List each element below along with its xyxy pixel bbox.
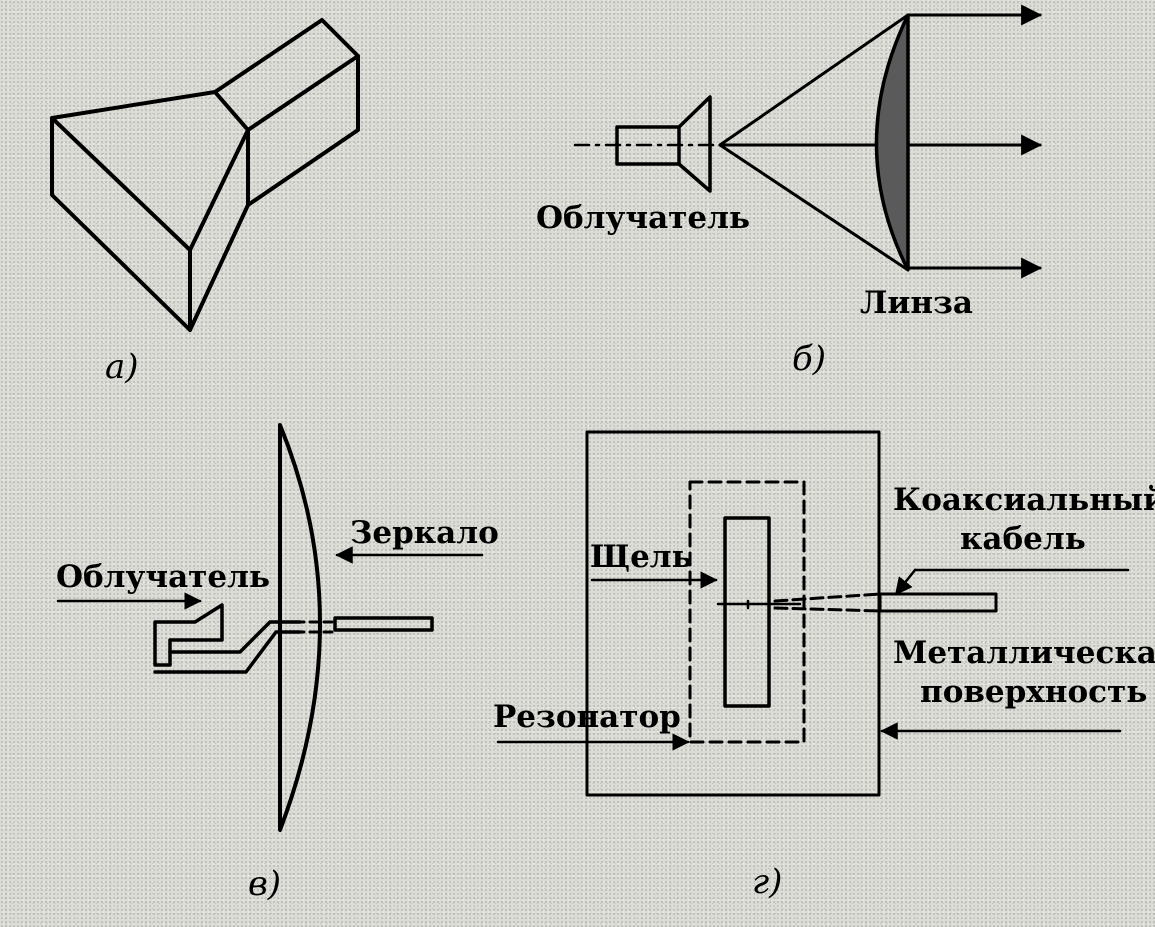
support-rod — [333, 616, 434, 632]
coax-cable — [878, 592, 998, 613]
caption-c: в) — [248, 864, 281, 904]
panel-a-horn-antenna: а) — [50, 18, 360, 387]
caption-d: г) — [752, 862, 782, 902]
feed-label-b: Облучатель — [536, 200, 750, 236]
panel-b-lens-antenna: Облучатель Линза б) — [536, 4, 1043, 379]
caption-b: б) — [792, 339, 826, 379]
metal-label-line2: поверхность — [920, 674, 1147, 710]
ray-top — [718, 13, 910, 147]
resonator-label: Резонатор — [493, 699, 681, 735]
slot-label: Щель — [590, 539, 693, 575]
panel-c-reflector-antenna: Облучатель Зеркало в) — [56, 423, 499, 904]
coax-dash-top — [773, 592, 882, 603]
feed-label-c: Облучатель — [56, 559, 270, 595]
coax-leader-arrow — [894, 568, 917, 596]
mirror-label: Зеркало — [350, 515, 499, 551]
slot — [723, 516, 771, 708]
caption-a: а) — [105, 347, 139, 387]
coax-label-line1: Коаксиальный — [893, 482, 1155, 518]
panel-d-slot-antenna: Щель Коаксиальный кабель Металлическая п… — [493, 430, 1155, 902]
lens-shape — [874, 14, 910, 271]
ray-bottom — [718, 143, 910, 272]
resonator-dashed — [688, 480, 806, 744]
mirror-shape — [278, 423, 322, 832]
metal-label-line1: Металлическая — [893, 635, 1155, 671]
lens-label: Линза — [860, 285, 973, 321]
coax-dash-bottom — [773, 606, 882, 613]
feed-horn-c — [153, 603, 224, 667]
coax-label-line2: кабель — [960, 521, 1086, 557]
metal-surface — [585, 430, 881, 797]
